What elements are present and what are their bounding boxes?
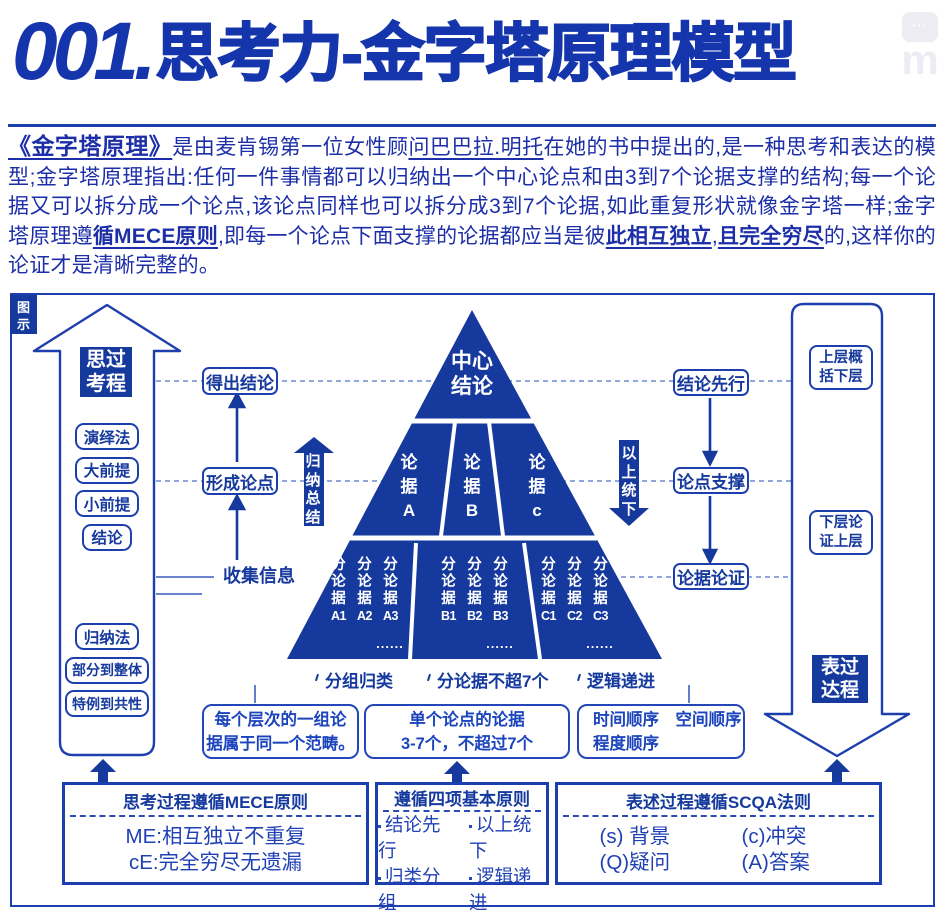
rule-item: (Q)疑问 [599,850,671,874]
note-ordering: 时间顺序 空间顺序程度顺序 [577,704,745,759]
step-conclusion-first: 结论先行 [673,369,749,396]
intro-segment: 问巴巴拉.明托 [408,136,544,159]
step-evidence-proof: 论据论证 [673,563,749,590]
tick-icon [426,673,432,682]
diagram-badge: 图示 [10,295,37,334]
watermark-letter: m [901,36,939,83]
intro-segment: 是由麦肯锡第一位女性顾 [172,136,409,159]
step-collect-info: 收集信息 [223,566,295,586]
intro-segment: 的,这样你的论证才是清晰完整的。 [8,224,936,278]
rule-title: 思考过程遵循MECE原则 [70,785,361,817]
rule-item: cE:完全穷尽无遗漏 [128,850,303,874]
diagram-frame: 图示 思过 考程 演绎法大前提小前提结论 归纳法部分到整体特例到共性 得出结论 … [10,293,935,912]
induction-method-list: 归纳法部分到整体特例到共性 [59,623,155,724]
small-up-arrows [90,759,850,784]
rule-body: (s) 背景 (c)冲突 (Q)疑问 (A)答案 [558,817,879,882]
pyramid-apex-label: 中心结论 [451,350,493,398]
speech-bubble-icon: ··· [902,12,938,42]
flow-arrows [227,391,719,565]
expression-process-arrow [763,302,911,758]
expression-process-label: 表过 达程 [812,655,868,703]
deduction-method-list: 演绎法大前提小前提结论 [59,423,155,557]
rule-item: 逻辑递进 [469,866,532,912]
rule-item: 以上统下 [469,814,532,861]
method-pill: 小前提 [74,490,140,517]
method-pill: 演绎法 [74,423,140,450]
rule-title: 遵循四项基本原则 [383,785,541,812]
method-pill: 特例到共性 [65,690,149,717]
pyramid-shape [287,310,662,659]
connector-lines [156,576,690,703]
intro-segment: 在她的书中提出的,是一种思考和表达的模型;金字塔原理指出:任何一件事情都可以归纳… [8,136,937,248]
title-divider [8,124,936,127]
caption-max-seven: 分论据不超7个 [426,667,548,692]
thinking-process-arrow [32,303,182,757]
diagram-shapes [32,302,911,784]
ellipsis-b: ...... [486,636,514,651]
induction-up-arrow [294,437,334,526]
rule-item: (A)答案 [741,850,810,874]
rule-item: 结论先行 [378,814,441,861]
title-number: 001. [12,6,157,97]
thinking-process-label: 思过 考程 [80,347,132,397]
intro-segment: 此相互独立 [605,224,712,248]
rule-item: (c)冲突 [741,824,807,848]
tick-icon [314,673,320,682]
intro-segment: , [711,224,718,248]
intro-segment: 且完全穷尽 [717,224,824,248]
ellipsis-a: ...... [376,636,404,651]
caption-grouping: 分组归类 [314,667,393,692]
method-pill: 部分到整体 [65,656,149,684]
rule-item: 归类分组 [378,866,441,912]
lower-proves-upper-box: 下层论证上层 [809,510,873,555]
intro-segment: 《金字塔原理》 [8,133,173,159]
method-pill: 结论 [82,523,132,551]
induction-arrow-label: 归纳总结 [305,453,321,526]
title-text: 思考力-金字塔原理模型 [155,18,798,90]
note-same-category: 每个层次的一组论据属于同一个范畴。 [202,704,359,759]
caption-logical-order: 逻辑递进 [576,667,655,692]
rule-item: (s) 背景 [599,824,671,848]
rule-four-principles: 遵循四项基本原则结论先行以上统下归类分组逻辑递进 [375,782,549,912]
watermark-logo: ··· m [898,12,942,83]
tick-icon [576,673,582,682]
intro-segment: ,即每一个论点下面支撑的论据都应当是彼 [217,224,606,248]
deduction-down-arrow [609,440,649,526]
method-pill: 归纳法 [74,623,140,650]
rule-body: 结论先行以上统下归类分组逻辑递进 [378,812,546,912]
deduction-arrow-label: 以上统下 [621,445,637,518]
step-form-argument: 形成论点 [202,467,278,495]
method-pill: 大前提 [74,456,140,484]
pyramid-separators [347,418,597,660]
page-title: 001. 思考力-金字塔原理模型 [12,0,798,104]
rule-scqa: 表述过程遵循SCQA法则 (s) 背景 (c)冲突 (Q)疑问 (A)答案 [555,782,882,885]
intro-paragraph: 《金字塔原理》是由麦肯锡第一位女性顾问巴巴拉.明托在她的书中提出的,是一种思考和… [8,132,936,281]
step-draw-conclusion: 得出结论 [202,367,278,395]
step-argument-support: 论点支撑 [673,467,749,494]
rule-item: ME:相互独立不重复 [125,824,306,848]
intro-segment: 循MECE原则 [92,224,218,248]
upper-summarizes-lower-box: 上层概括下层 [809,345,873,390]
rule-title: 表述过程遵循SCQA法则 [563,785,874,817]
ellipsis-c: ...... [586,636,614,651]
